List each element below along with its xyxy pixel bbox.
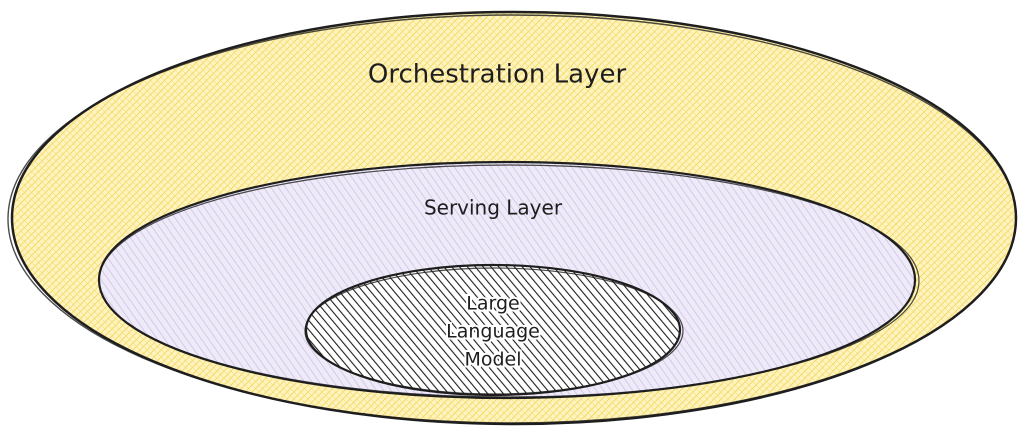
llm-label-line-1: Large bbox=[466, 293, 519, 315]
llm-label-line-3: Model bbox=[464, 349, 521, 371]
orchestration-layer-sketch-stroke bbox=[7, 14, 1017, 424]
orchestration-layer-label: Orchestration Layer bbox=[368, 60, 627, 90]
llm-label-line-2: Language bbox=[446, 321, 540, 343]
serving-layer-sketch-stroke bbox=[98, 164, 920, 398]
llm-layer-ellipse bbox=[304, 263, 682, 397]
llm-layer: Large Language Model bbox=[304, 263, 684, 397]
llm-layer-sketch-stroke bbox=[304, 267, 684, 395]
serving-layer-label: Serving Layer bbox=[424, 196, 563, 220]
